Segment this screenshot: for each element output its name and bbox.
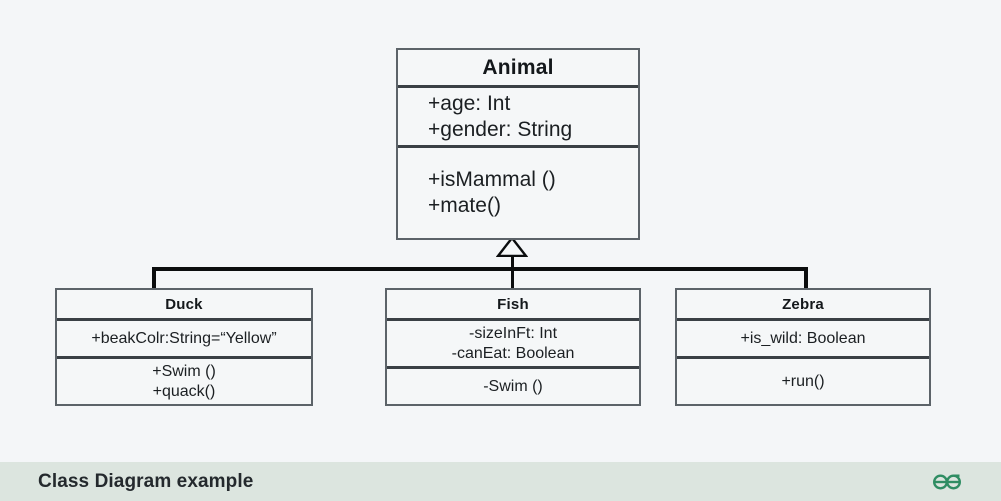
uml-class-animal[interactable]: Animal +age: Int +gender: String +isMamm… — [396, 48, 640, 240]
attribute-row: -canEat: Boolean — [451, 344, 575, 362]
connector-drop-zebra — [804, 267, 808, 289]
attribute-row: +age: Int — [428, 91, 511, 115]
operations-compartment-animal: +isMammal () +mate() — [398, 145, 638, 238]
generalization-arrowhead-icon — [496, 237, 528, 257]
class-name-compartment-fish: Fish — [387, 290, 639, 318]
operation-row: -Swim () — [483, 377, 543, 395]
figure-caption: Class Diagram example — [38, 470, 254, 492]
attribute-row: +beakColr:String=“Yellow” — [91, 329, 277, 347]
class-name-duck: Duck — [165, 295, 203, 313]
class-name-compartment-duck: Duck — [57, 290, 311, 318]
class-name-animal: Animal — [482, 55, 554, 79]
attributes-compartment-fish: -sizeInFt: Int -canEat: Boolean — [387, 318, 639, 366]
class-name-compartment-animal: Animal — [398, 50, 638, 85]
attributes-compartment-zebra: +is_wild: Boolean — [677, 318, 929, 356]
connector-stem-animal — [511, 252, 514, 290]
connector-drop-duck — [152, 267, 156, 289]
attribute-row: -sizeInFt: Int — [468, 324, 558, 342]
footer-bar: Class Diagram example — [0, 462, 1001, 501]
attributes-compartment-animal: +age: Int +gender: String — [398, 85, 638, 145]
class-name-fish: Fish — [497, 295, 529, 313]
diagram-canvas: Animal +age: Int +gender: String +isMamm… — [55, 48, 931, 406]
uml-class-duck[interactable]: Duck +beakColr:String=“Yellow” +Swim () … — [55, 288, 313, 406]
class-name-zebra: Zebra — [782, 295, 824, 313]
class-name-compartment-zebra: Zebra — [677, 290, 929, 318]
operation-row: +Swim () — [152, 362, 216, 380]
geeksforgeeks-logo-icon — [932, 473, 962, 490]
attribute-row: +is_wild: Boolean — [740, 329, 866, 347]
attribute-row: +gender: String — [428, 117, 573, 141]
attributes-compartment-duck: +beakColr:String=“Yellow” — [57, 318, 311, 356]
connector-bus — [152, 267, 808, 271]
operations-compartment-duck: +Swim () +quack() — [57, 356, 311, 404]
uml-class-fish[interactable]: Fish -sizeInFt: Int -canEat: Boolean -Sw… — [385, 288, 641, 406]
operations-compartment-fish: -Swim () — [387, 366, 639, 404]
operations-compartment-zebra: +run() — [677, 356, 929, 404]
operation-row: +run() — [781, 372, 825, 390]
operation-row: +quack() — [152, 382, 216, 400]
uml-class-zebra[interactable]: Zebra +is_wild: Boolean +run() — [675, 288, 931, 406]
operation-row: +isMammal () — [428, 168, 556, 192]
operation-row: +mate() — [428, 194, 501, 217]
